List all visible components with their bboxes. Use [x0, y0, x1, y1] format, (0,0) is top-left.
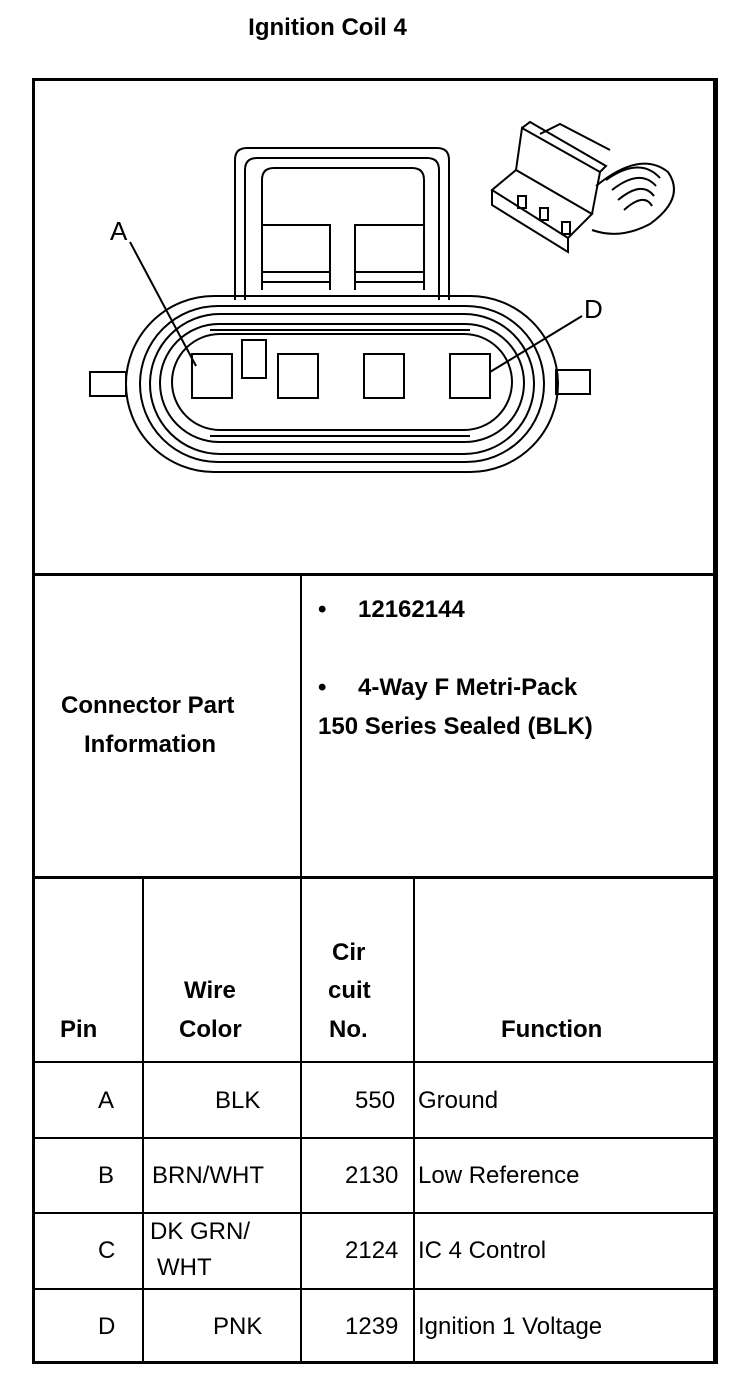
- row-divider: [32, 1137, 718, 1139]
- connector-thumbnail-icon: [490, 120, 675, 254]
- pin-label-a: A: [110, 216, 128, 246]
- pin-cell: D: [98, 1313, 116, 1340]
- pin-cell: C: [98, 1237, 116, 1264]
- wire-color-cell-line2: WHT: [157, 1254, 212, 1281]
- function-cell: Ground: [418, 1087, 499, 1114]
- function-cell: Low Reference: [418, 1162, 580, 1189]
- circuit-cell: 2130: [345, 1162, 399, 1189]
- wire-color-cell: PNK: [213, 1313, 263, 1340]
- function-cell: IC 4 Control: [418, 1237, 547, 1264]
- wire-color-cell-line1: DK GRN/: [150, 1218, 251, 1245]
- header-pin: Pin: [60, 1016, 98, 1043]
- connector-description-line2: 150 Series Sealed (BLK): [318, 713, 593, 740]
- connector-description-line1: 4-Way F Metri-Pack: [358, 674, 578, 701]
- circuit-cell: 1239: [345, 1313, 399, 1340]
- header-circuit-line1: Cir: [332, 939, 366, 966]
- page-title: Ignition Coil 4: [248, 14, 407, 41]
- pin-cell: A: [98, 1087, 115, 1114]
- circuit-cell: 2124: [345, 1237, 399, 1264]
- header-circuit-line2: cuit: [328, 977, 371, 1004]
- wire-color-cell: BLK: [215, 1087, 261, 1114]
- connector-info-heading-line2: Information: [84, 731, 216, 758]
- bullet: •: [318, 596, 327, 623]
- connector-info-heading-line1: Connector Part: [61, 692, 235, 719]
- column-divider: [300, 573, 302, 1364]
- circuit-cell: 550: [355, 1087, 396, 1114]
- row-divider: [32, 1212, 718, 1214]
- section-divider: [32, 876, 718, 879]
- connector-sheet-frame: [32, 78, 716, 1364]
- bullet: •: [318, 674, 327, 701]
- section-divider: [32, 573, 718, 576]
- pin-label-d: D: [584, 294, 603, 324]
- header-function: Function: [501, 1016, 603, 1043]
- connector-face-diagram: A D: [89, 120, 675, 473]
- row-divider: [32, 1061, 718, 1063]
- pin-cell: B: [98, 1162, 115, 1189]
- function-cell: Ignition 1 Voltage: [418, 1313, 603, 1340]
- frame-right-edge: [716, 78, 718, 1364]
- wire-color-cell: BRN/WHT: [152, 1162, 264, 1189]
- part-number: 12162144: [358, 596, 465, 623]
- column-divider: [413, 876, 415, 1364]
- header-circuit-line3: No.: [329, 1016, 368, 1043]
- column-divider: [142, 876, 144, 1364]
- row-divider: [32, 1288, 718, 1290]
- header-wire-color-line2: Color: [179, 1016, 242, 1043]
- header-wire-color-line1: Wire: [184, 977, 236, 1004]
